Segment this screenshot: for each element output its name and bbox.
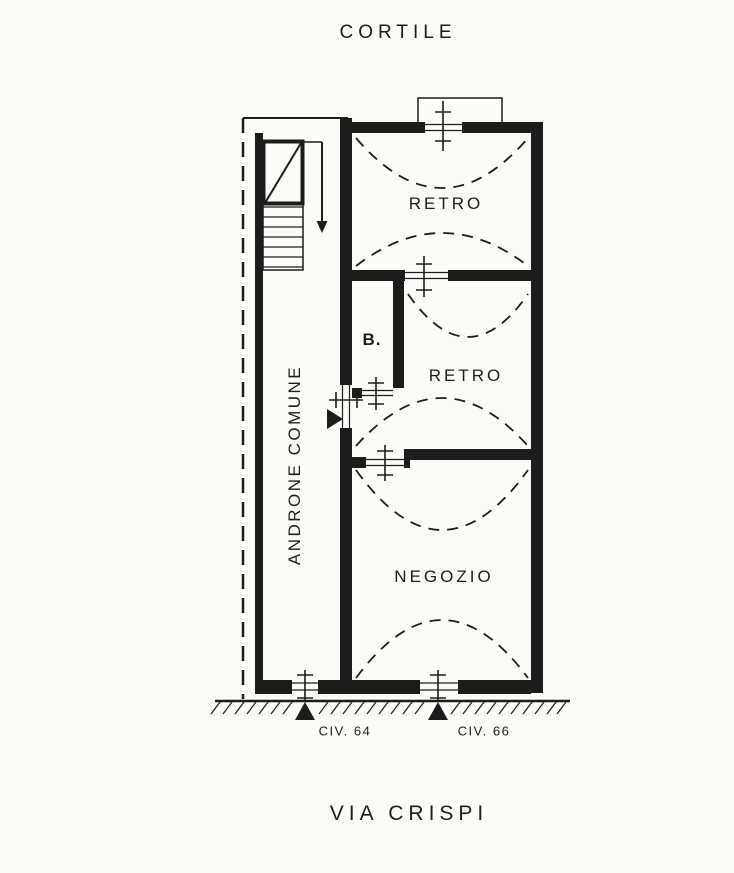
label-civ-64: CIV. 64 bbox=[318, 723, 372, 739]
room-label-corridor: ANDRONE COMUNE bbox=[285, 364, 304, 566]
door-triangle bbox=[327, 409, 343, 429]
opening-markers bbox=[292, 101, 462, 701]
room-label-bath: B. bbox=[362, 330, 382, 349]
opening-marker-negozio bbox=[366, 445, 404, 481]
stair-down-arrow bbox=[316, 142, 328, 233]
ground-hatching bbox=[210, 699, 570, 715]
door-marker-civ66 bbox=[420, 670, 458, 701]
vault-arcs bbox=[355, 137, 529, 679]
stairs bbox=[261, 139, 322, 271]
entrance-markers bbox=[295, 702, 448, 720]
property-line bbox=[241, 117, 348, 699]
opening-marker-retro bbox=[405, 256, 448, 297]
window-marker-cortile bbox=[425, 101, 462, 151]
room-label-negozio: NEGOZIO bbox=[394, 567, 494, 586]
window-bay bbox=[417, 97, 503, 122]
label-civ-66: CIV. 66 bbox=[457, 723, 511, 739]
entrance-triangle-civ66 bbox=[428, 702, 448, 720]
door-marker-bath bbox=[362, 377, 393, 410]
door-marker-corridor bbox=[329, 385, 363, 428]
room-label-retro-top: RETRO bbox=[408, 194, 484, 213]
label-cortile: CORTILE bbox=[339, 22, 457, 43]
label-via-crispi: VIA CRISPI bbox=[329, 802, 489, 825]
door-marker-civ64 bbox=[292, 670, 318, 701]
entrance-triangle-civ64 bbox=[295, 702, 315, 720]
walls bbox=[255, 118, 543, 694]
room-label-retro-mid: RETRO bbox=[428, 366, 504, 385]
